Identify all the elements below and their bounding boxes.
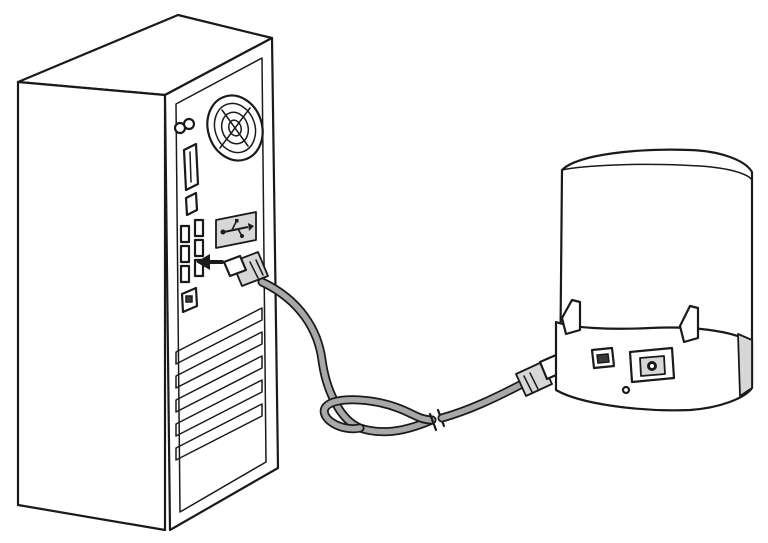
usb-cable-icon (257, 277, 527, 437)
computer-tower-icon (16, 13, 280, 532)
usb-b-plug-icon (515, 353, 565, 397)
fan-grille-icon (206, 94, 264, 162)
insert-arrow-computer-icon (196, 254, 224, 270)
printer-right-side (737, 333, 753, 397)
printer-lid (561, 163, 753, 181)
tower-back-inner-frame (175, 57, 267, 513)
cable-body (259, 279, 435, 435)
usb-ports-group (179, 218, 205, 284)
usb-a-plug-icon (222, 251, 269, 287)
usb-symbol-icon (215, 211, 257, 249)
hdmi-port-icon (184, 191, 199, 217)
tower-side-face (16, 80, 167, 532)
expansion-slots (175, 307, 263, 461)
audio-jack-icon (182, 117, 196, 131)
label-printer-icon (554, 148, 754, 412)
